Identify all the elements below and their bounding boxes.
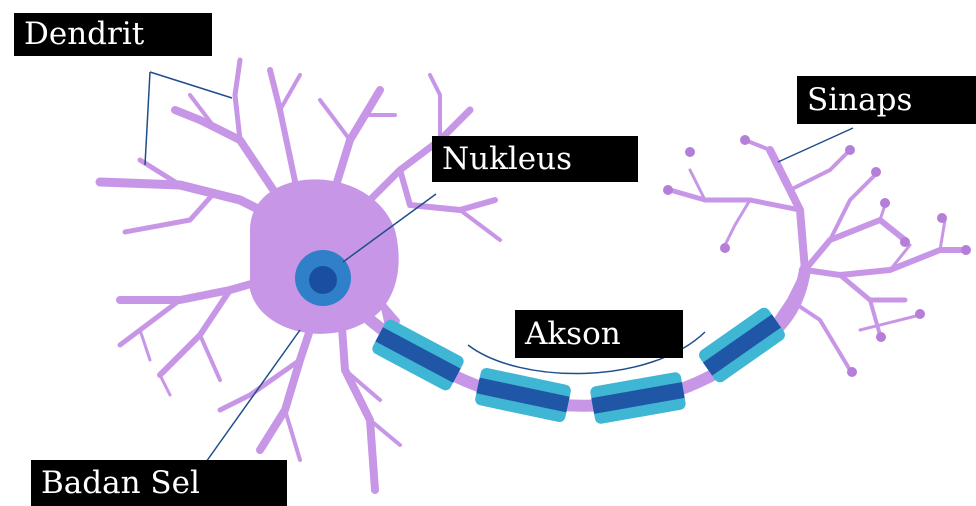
label-dendrit: Dendrit <box>14 13 212 56</box>
label-badan-sel: Badan Sel <box>31 460 287 506</box>
nucleus <box>295 250 351 306</box>
label-nukleus: Nukleus <box>432 136 638 182</box>
label-sinaps: Sinaps <box>797 76 976 124</box>
axon-terminals <box>670 140 965 370</box>
label-akson: Akson <box>515 310 683 358</box>
